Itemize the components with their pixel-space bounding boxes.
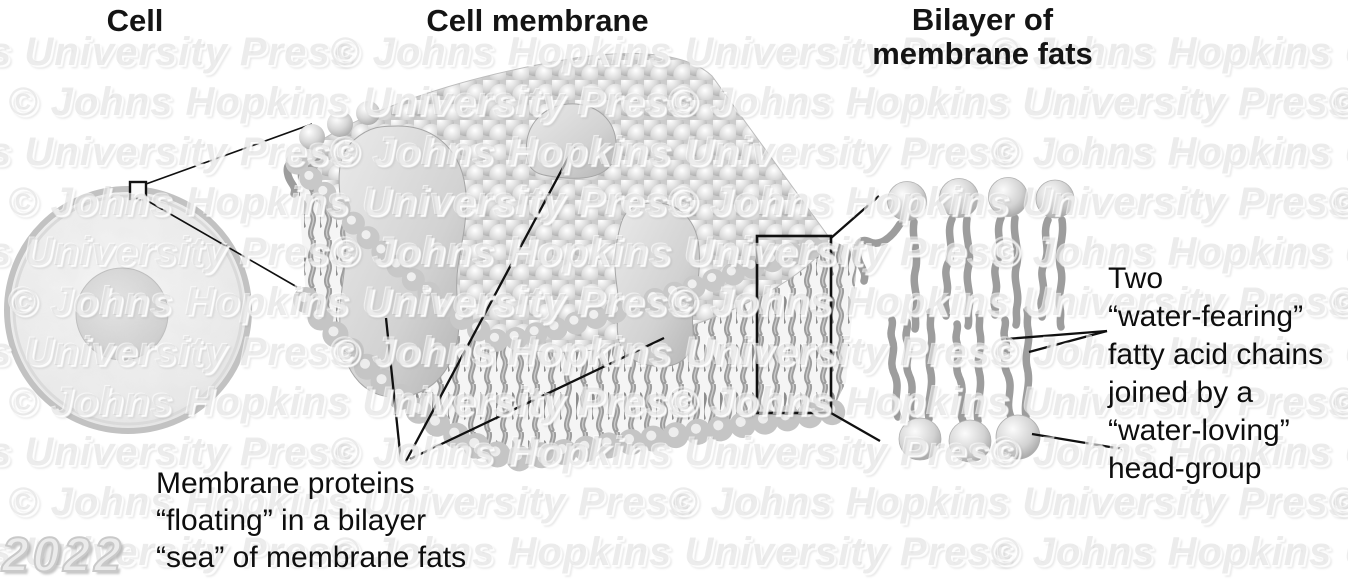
protein-pointer-lines: [384, 146, 665, 464]
membrane-illustration: [283, 53, 881, 473]
year-watermark: 2022: [1, 528, 125, 583]
label-bilayer-line1: Bilayer of: [911, 2, 1054, 37]
annotation-membrane-proteins: Membrane proteins “floating” in a bilaye…: [156, 465, 466, 576]
bottom-lipid-tails: [891, 310, 1029, 421]
bottom-lipid-heads: [898, 414, 1041, 463]
zoom-region-box: [128, 180, 148, 201]
annotation-line: fatty acid chains: [1108, 338, 1324, 371]
annotation-line: joined by a: [1108, 376, 1254, 409]
membrane-protein-right: [614, 202, 700, 367]
nucleus-texture: [78, 270, 166, 358]
cell-illustration: [4, 123, 313, 434]
label-bilayer-line2: membrane fats: [872, 36, 1093, 71]
annotation-line: head-group: [1108, 452, 1262, 485]
annotation-fatty-acid: Two “water-fearing” fatty acid chains jo…: [1108, 260, 1323, 488]
membrane-right-face: [831, 240, 858, 413]
annotation-line: “sea” of membrane fats: [156, 541, 467, 574]
magnifier-line-top: [145, 123, 313, 185]
annotation-line: “water-loving”: [1108, 414, 1290, 447]
annotation-line: Two: [1108, 262, 1164, 295]
top-edge-sphere-row: [285, 151, 841, 355]
label-cell-membrane: Cell membrane: [426, 3, 649, 38]
bilayer-detail-illustration: [853, 177, 1123, 463]
annotation-line: “water-fearing”: [1108, 300, 1304, 333]
bottom-edge-sphere-row: [293, 287, 846, 473]
annotation-line: Membrane proteins: [156, 467, 415, 500]
annotation-pointer-lines: [1005, 329, 1123, 451]
magnified-region-rect: [755, 234, 833, 415]
label-cell: Cell: [106, 3, 164, 38]
detail-connector-bottom: [830, 412, 881, 442]
top-lipid-tails: [853, 218, 1062, 329]
top-lipid-heads: [887, 177, 1075, 221]
membrane-protein-top: [525, 103, 617, 179]
label-bilayer: Bilayer of membrane fats: [845, 3, 1120, 71]
detail-connector-top: [830, 195, 880, 239]
magnifier-line-bottom: [145, 199, 298, 288]
annotation-line: “floating” in a bilayer: [156, 504, 427, 537]
